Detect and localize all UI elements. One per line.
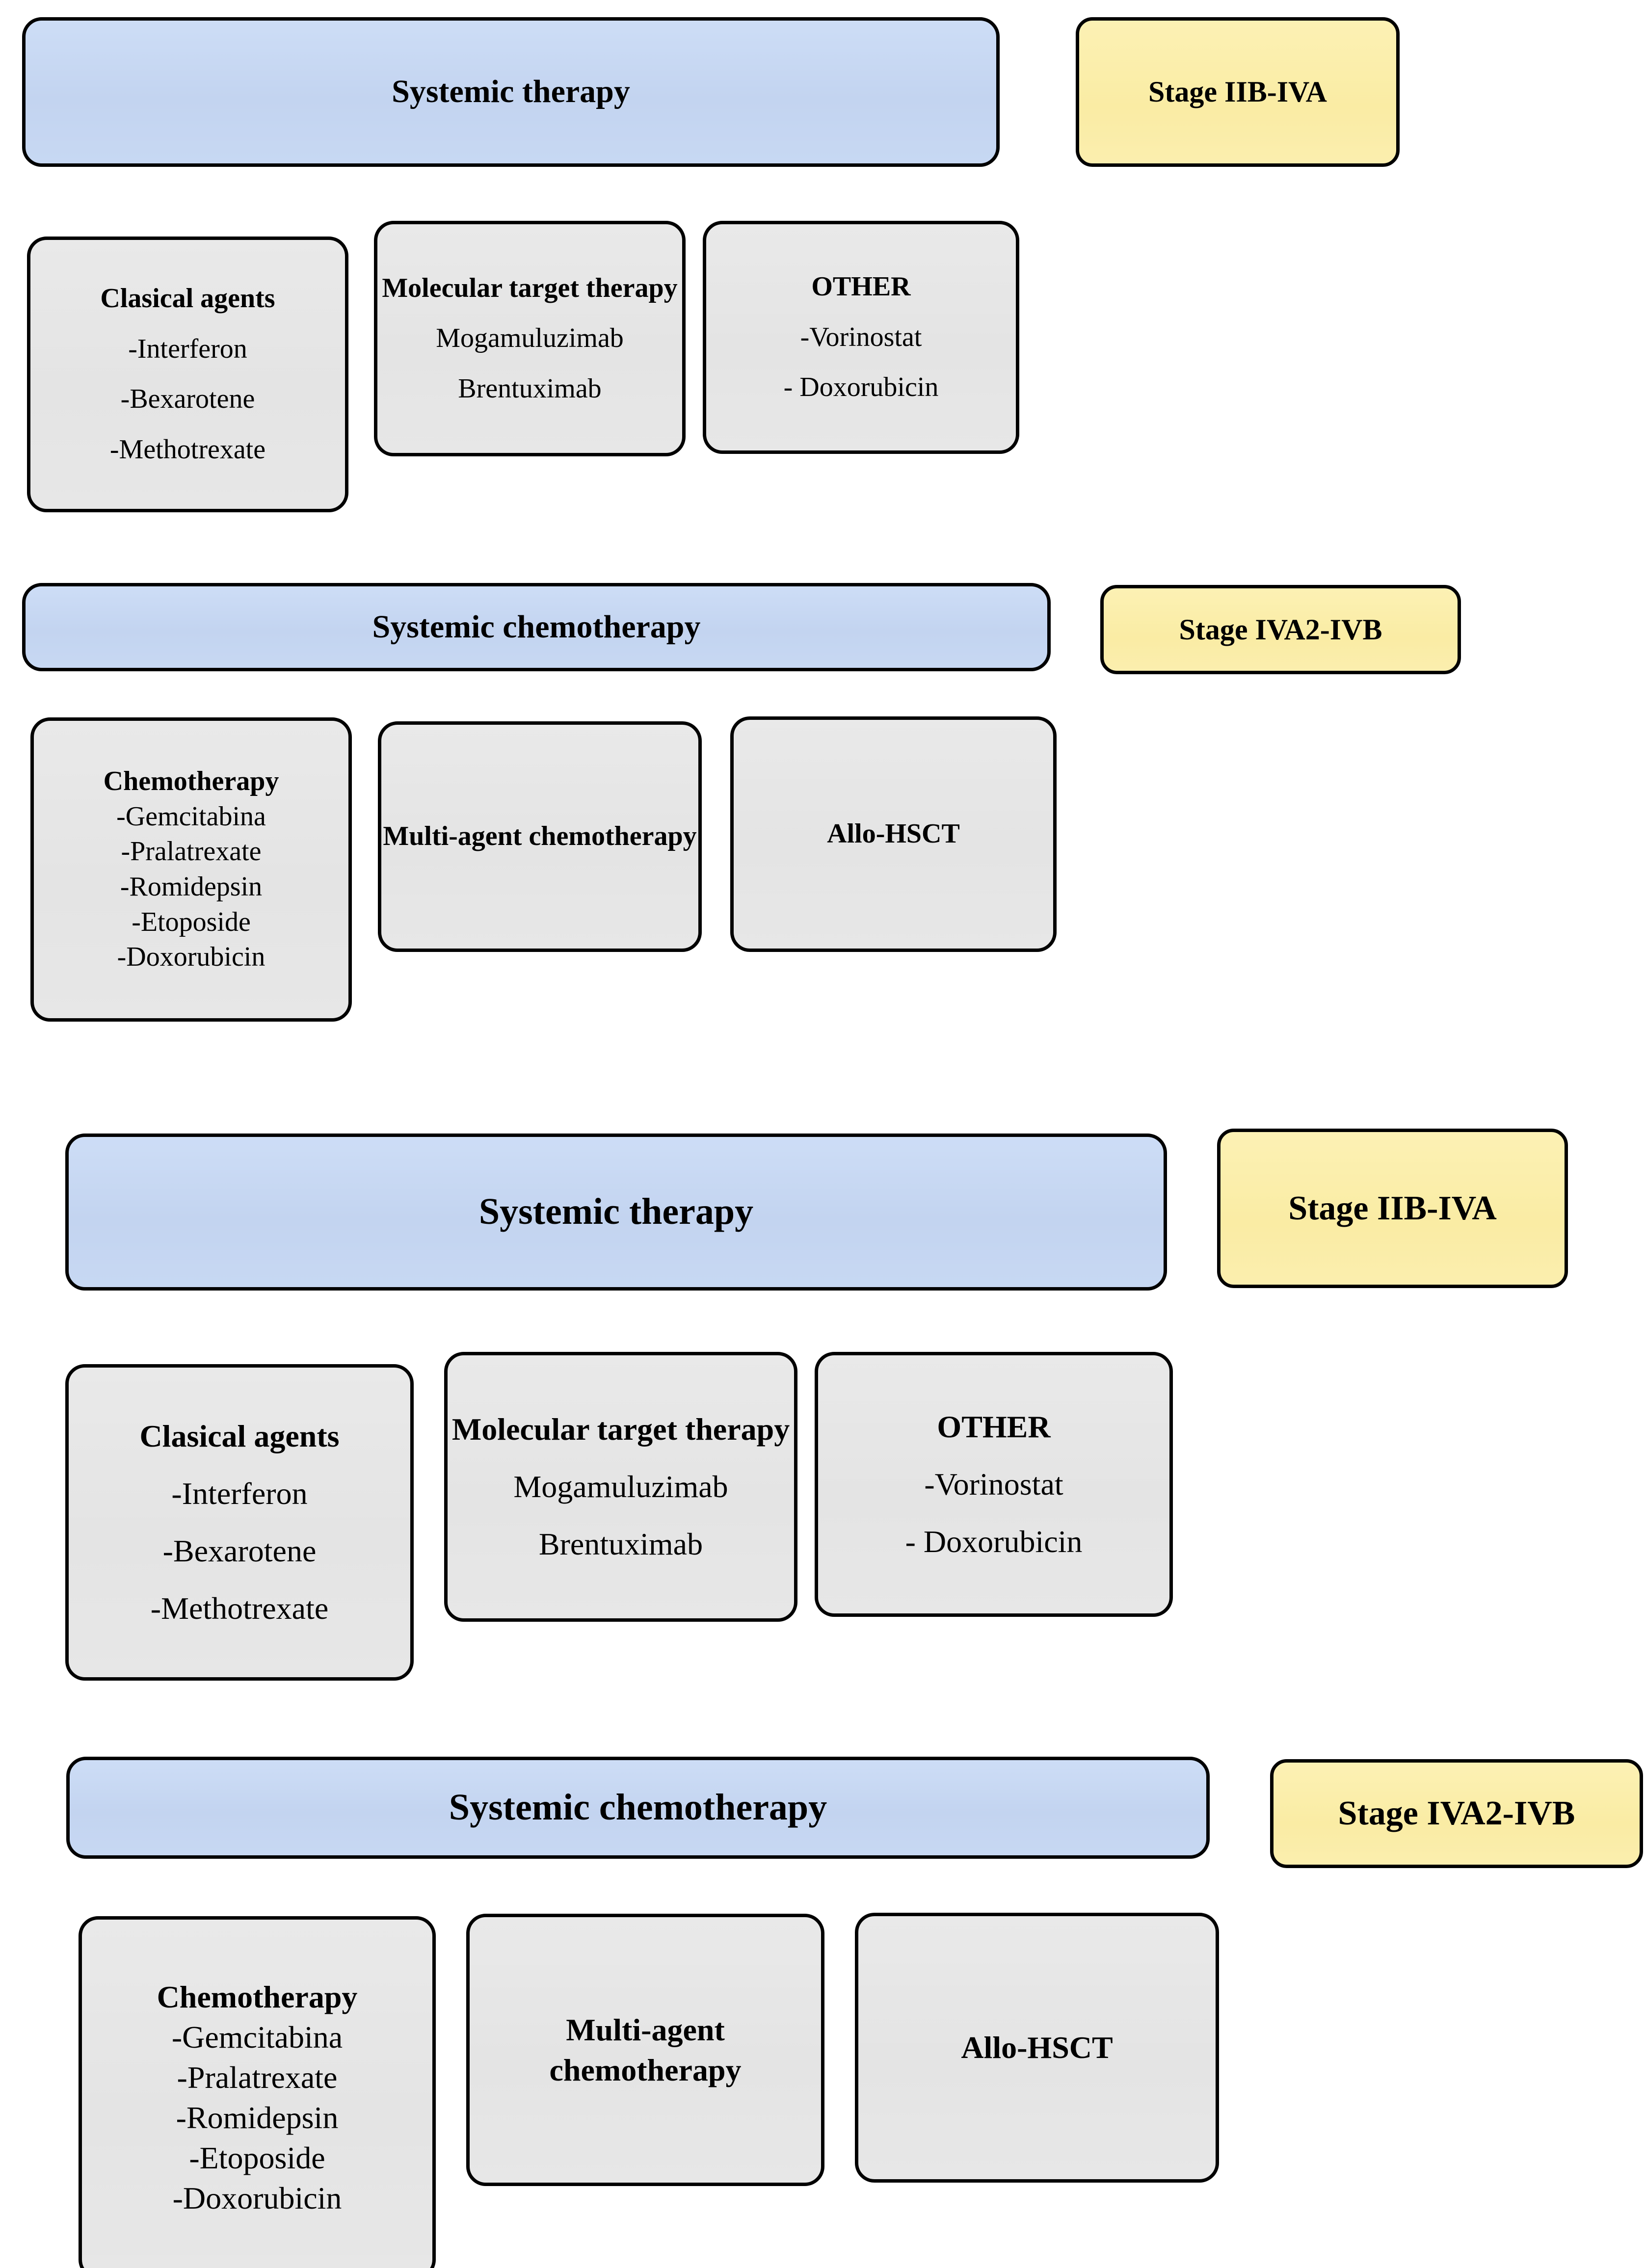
systemic-chemotherapy-header-lower: Systemic chemotherapy xyxy=(66,1757,1210,1859)
option-item: -Romidepsin xyxy=(176,2100,339,2135)
option-item: -Vorinostat xyxy=(924,1467,1063,1502)
header-label: Systemic chemotherapy xyxy=(449,1787,827,1828)
option-item: Mogamuluzimab xyxy=(513,1469,728,1504)
option-title: Allo-HSCT xyxy=(827,818,960,849)
option-chemotherapy-upper: Chemotherapy -Gemcitabina -Pralatrexate … xyxy=(30,717,352,1022)
header-label: Systemic chemotherapy xyxy=(372,608,701,645)
option-title: OTHER xyxy=(811,271,911,302)
option-item: - Doxorubicin xyxy=(905,1524,1083,1559)
option-item: Brentuximab xyxy=(458,373,602,404)
option-multi-agent-chemotherapy-upper: Multi-agent chemotherapy xyxy=(378,721,702,952)
option-item: -Pralatrexate xyxy=(177,2060,338,2095)
stage-label: Stage IVA2-IVB xyxy=(1179,613,1382,646)
option-item: -Doxorubicin xyxy=(117,942,265,973)
option-title: Multi-agent chemotherapy xyxy=(383,821,697,852)
option-title: Clasical agents xyxy=(100,283,275,314)
option-item: -Bexarotene xyxy=(162,1533,317,1569)
option-title: Chemotherapy xyxy=(157,1979,358,2015)
option-molecular-target-therapy-lower: Molecular target therapy Mogamuluzimab B… xyxy=(444,1352,797,1622)
option-title: Allo-HSCT xyxy=(961,2030,1113,2065)
option-item: -Interferon xyxy=(171,1476,308,1511)
option-title: Molecular target therapy xyxy=(382,272,678,303)
option-item: -Pralatrexate xyxy=(121,836,262,867)
option-molecular-target-therapy-upper: Molecular target therapy Mogamuluzimab B… xyxy=(374,221,686,456)
option-title: Chemotherapy xyxy=(103,765,279,796)
option-item: Brentuximab xyxy=(538,1527,703,1562)
option-item: -Gemcitabina xyxy=(171,2020,343,2055)
option-item: -Gemcitabina xyxy=(116,801,266,832)
option-item: -Methotrexate xyxy=(150,1591,329,1626)
option-title: Clasical agents xyxy=(139,1418,340,1453)
option-item: -Etoposide xyxy=(189,2140,325,2175)
option-multi-agent-chemotherapy-lower: Multi-agent chemotherapy xyxy=(466,1914,824,2186)
stage-label: Stage IIB-IVA xyxy=(1148,76,1327,108)
option-item: -Etoposide xyxy=(132,906,251,937)
stage-badge-iva2-ivb-lower: Stage IVA2-IVB xyxy=(1270,1759,1643,1868)
systemic-therapy-header-upper: Systemic therapy xyxy=(22,17,1000,167)
option-allo-hsct-lower: Allo-HSCT xyxy=(855,1913,1219,2183)
option-item: Mogamuluzimab xyxy=(436,323,624,354)
stage-badge-iib-iva-upper: Stage IIB-IVA xyxy=(1076,17,1400,167)
option-clasical-agents-lower: Clasical agents -Interferon -Bexarotene … xyxy=(65,1364,414,1681)
option-item: -Vorinostat xyxy=(800,321,922,352)
stage-label: Stage IIB-IVA xyxy=(1288,1189,1497,1227)
option-item: -Doxorubicin xyxy=(172,2180,342,2215)
option-title: Molecular target therapy xyxy=(451,1411,790,1447)
option-clasical-agents-upper: Clasical agents -Interferon -Bexarotene … xyxy=(27,237,348,512)
stage-badge-iib-iva-lower: Stage IIB-IVA xyxy=(1217,1129,1568,1288)
systemic-therapy-header-lower: Systemic therapy xyxy=(65,1134,1167,1291)
option-other-upper: OTHER -Vorinostat - Doxorubicin xyxy=(703,221,1019,454)
option-title: OTHER xyxy=(937,1409,1051,1444)
option-title: Multi-agent chemotherapy xyxy=(549,2012,742,2087)
option-item: -Methotrexate xyxy=(109,434,266,465)
option-item: -Interferon xyxy=(128,333,247,364)
option-item: -Romidepsin xyxy=(120,871,263,902)
systemic-chemotherapy-header-upper: Systemic chemotherapy xyxy=(22,583,1051,671)
option-other-lower: OTHER -Vorinostat - Doxorubicin xyxy=(815,1352,1173,1617)
option-allo-hsct-upper: Allo-HSCT xyxy=(730,716,1057,952)
option-item: -Bexarotene xyxy=(120,384,255,415)
option-item: - Doxorubicin xyxy=(783,372,939,403)
stage-badge-iva2-ivb-upper: Stage IVA2-IVB xyxy=(1100,585,1461,674)
option-chemotherapy-lower: Chemotherapy -Gemcitabina -Pralatrexate … xyxy=(79,1916,436,2268)
header-label: Systemic therapy xyxy=(478,1191,754,1233)
header-label: Systemic therapy xyxy=(392,74,630,110)
stage-label: Stage IVA2-IVB xyxy=(1338,1794,1575,1833)
